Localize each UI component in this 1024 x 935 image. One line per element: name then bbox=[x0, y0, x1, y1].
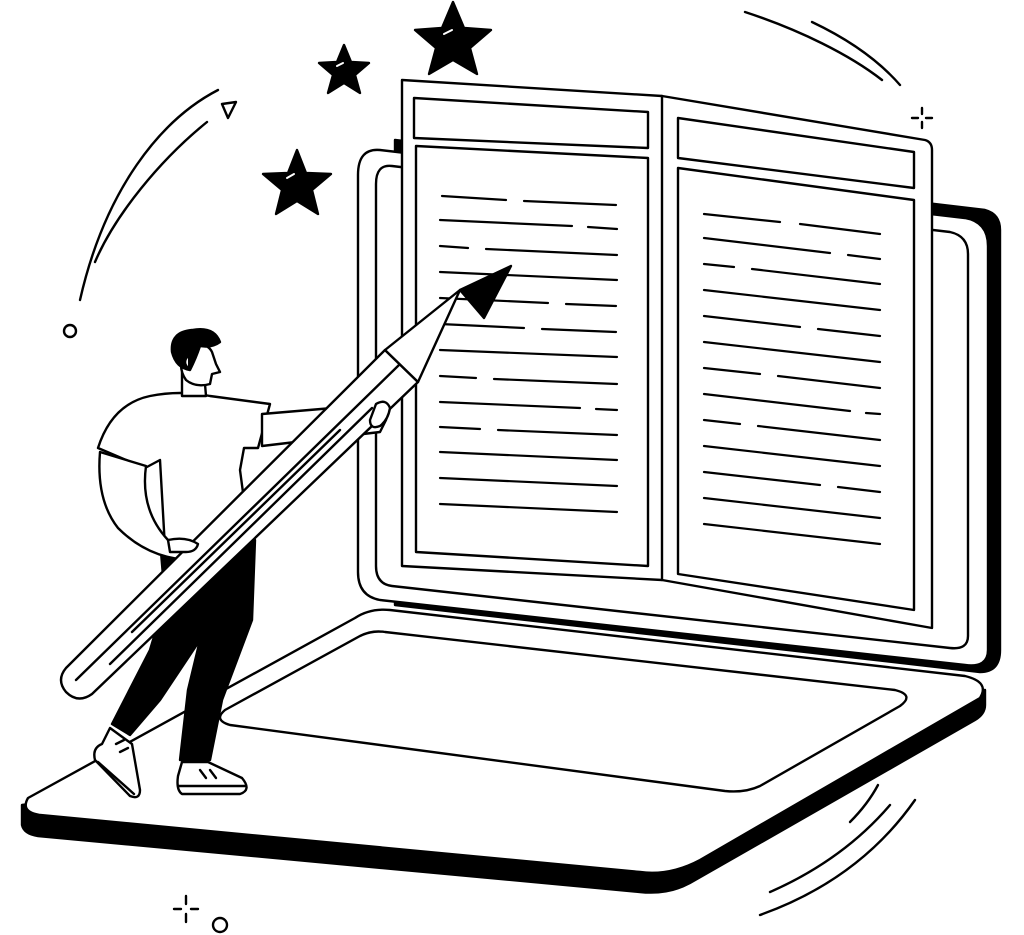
rating-stars bbox=[261, 0, 493, 216]
sparkle-icon-bottom bbox=[172, 894, 200, 924]
arc-bottom-right-1 bbox=[758, 798, 917, 917]
open-document bbox=[400, 78, 934, 630]
shoe-sole-left bbox=[96, 760, 136, 796]
sparkle-icon-top-right bbox=[910, 106, 934, 130]
shoe-lace-right bbox=[198, 768, 218, 780]
left-page-header-box bbox=[412, 96, 650, 150]
pencil-body bbox=[59, 348, 420, 700]
shoe-lace-left bbox=[114, 738, 130, 754]
pencil-stripe-2 bbox=[108, 406, 374, 666]
right-page-body-box bbox=[676, 166, 916, 612]
pencil-lead-tip bbox=[458, 264, 513, 320]
pencil-wood-tip bbox=[383, 288, 462, 384]
decor-arcs bbox=[78, 10, 917, 917]
person-trousers bbox=[110, 538, 257, 762]
right-page-text-lines bbox=[702, 212, 882, 546]
person-hand-front bbox=[368, 400, 392, 429]
decor-sparkles bbox=[62, 100, 934, 934]
person-hand-back bbox=[166, 537, 200, 554]
pencil-stripe-1 bbox=[74, 362, 402, 682]
pencil-stripe-3 bbox=[130, 428, 342, 634]
person-ear bbox=[183, 354, 190, 370]
arc-left-inner bbox=[93, 120, 209, 264]
laptop-base bbox=[20, 608, 987, 894]
arc-top-right-1 bbox=[743, 10, 884, 82]
star-icon-small bbox=[317, 43, 371, 95]
star-highlights bbox=[286, 29, 453, 179]
star-icon-medium bbox=[261, 148, 333, 216]
arc-bottom-right-3 bbox=[848, 783, 880, 824]
arc-bottom-right-2 bbox=[768, 803, 892, 894]
ring-dot-bottom bbox=[211, 916, 229, 934]
person-hair bbox=[170, 328, 222, 372]
star-icon-large bbox=[413, 0, 493, 76]
ring-dot-left bbox=[62, 323, 78, 339]
triangle-icon bbox=[220, 100, 238, 120]
arc-left-outer bbox=[78, 88, 220, 302]
right-page-header-box bbox=[676, 116, 916, 190]
pencil bbox=[59, 264, 513, 700]
left-page-text-lines bbox=[438, 194, 619, 514]
arc-top-right-2 bbox=[810, 20, 902, 87]
person-shoe-left bbox=[93, 726, 142, 799]
left-page-body-box bbox=[414, 144, 650, 568]
document-sheet bbox=[400, 78, 934, 630]
trackpad-area bbox=[218, 630, 908, 793]
